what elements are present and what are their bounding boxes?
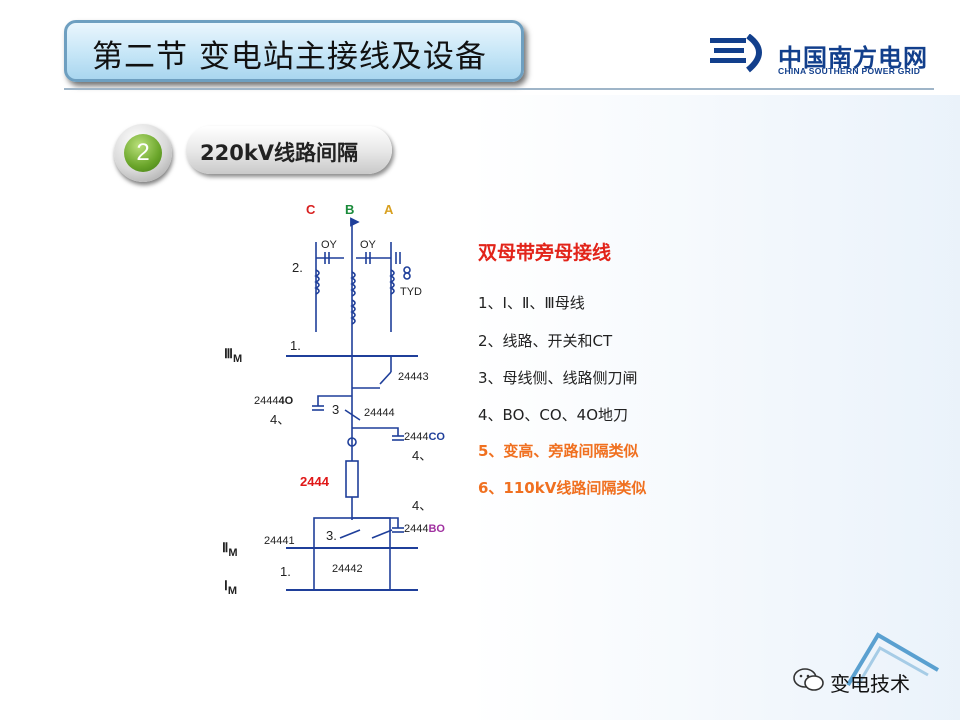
label-4-b: 4、 (412, 448, 432, 463)
brand-name-cn: 中国南方电网 (778, 44, 928, 72)
bus-III-label: ⅢM (224, 346, 242, 365)
section-number: 2 (124, 134, 162, 172)
header-divider (64, 88, 934, 90)
phase-c-label: C (306, 202, 316, 217)
section-title: 220kV线路间隔 (200, 141, 359, 165)
phase-a-label: A (384, 202, 394, 217)
label-breaker-2444: 2444 (300, 474, 330, 489)
label-24441: 24441 (264, 535, 295, 547)
brand-name-en: CHINA SOUTHERN POWER GRID (778, 66, 921, 76)
tyd-icon (403, 266, 411, 274)
ct-circle-icon (347, 437, 357, 447)
csg-logo-icon (710, 34, 762, 73)
legend-title: 双母带旁母接线 (478, 242, 612, 264)
label-4-a: 4、 (270, 412, 290, 427)
label-3-bottom: 3. (326, 528, 337, 543)
ct-b-icon (350, 299, 356, 325)
label-1-bottom: 1. (280, 564, 291, 579)
background-gradient (470, 95, 960, 720)
title-tab (64, 20, 524, 82)
label-2: 2. (292, 260, 303, 275)
wechat-icon (793, 668, 824, 691)
bus-I-label: ⅠM (224, 578, 237, 597)
legend-item: 6、110kV线路间隔类似 (478, 479, 647, 497)
label-4-c: 4、 (412, 498, 432, 513)
page-title: 第二节 变电站主接线及设备 (92, 39, 487, 75)
legend-item: 1、Ⅰ、Ⅱ、Ⅲ母线 (478, 294, 585, 312)
label-3-top: 3 (332, 402, 339, 417)
label-tyd: TYD (400, 286, 422, 298)
watermark-text: 变电技术 (830, 672, 910, 696)
bus-II-label: ⅡM (222, 540, 238, 559)
legend-item: 2、线路、开关和CT (478, 332, 613, 350)
label-2444co: 2444CO (404, 431, 445, 443)
label-oy-1: OY (321, 239, 338, 251)
label-24440: 24444O (254, 395, 294, 407)
legend-item: 5、变高、旁路间隔类似 (478, 442, 639, 460)
line-trap-c-icon (314, 269, 320, 295)
label-2444bo: 2444BO (404, 523, 445, 535)
line-trap-a-icon (389, 269, 395, 295)
label-24444: 24444 (364, 407, 395, 419)
line-trap-b-icon (350, 271, 356, 297)
legend-item: 4、BO、CO、4O地刀 (478, 406, 629, 424)
breaker-2444-icon (345, 460, 359, 498)
label-oy-2: OY (360, 239, 377, 251)
legend-item: 3、母线侧、线路侧刀闸 (478, 369, 638, 387)
label-24442: 24442 (332, 563, 363, 575)
footer-logo-icon (846, 632, 940, 687)
phase-b-label: B (345, 202, 354, 217)
label-24443: 24443 (398, 371, 429, 383)
label-1-top: 1. (290, 338, 301, 353)
section-title-pill (186, 126, 392, 174)
